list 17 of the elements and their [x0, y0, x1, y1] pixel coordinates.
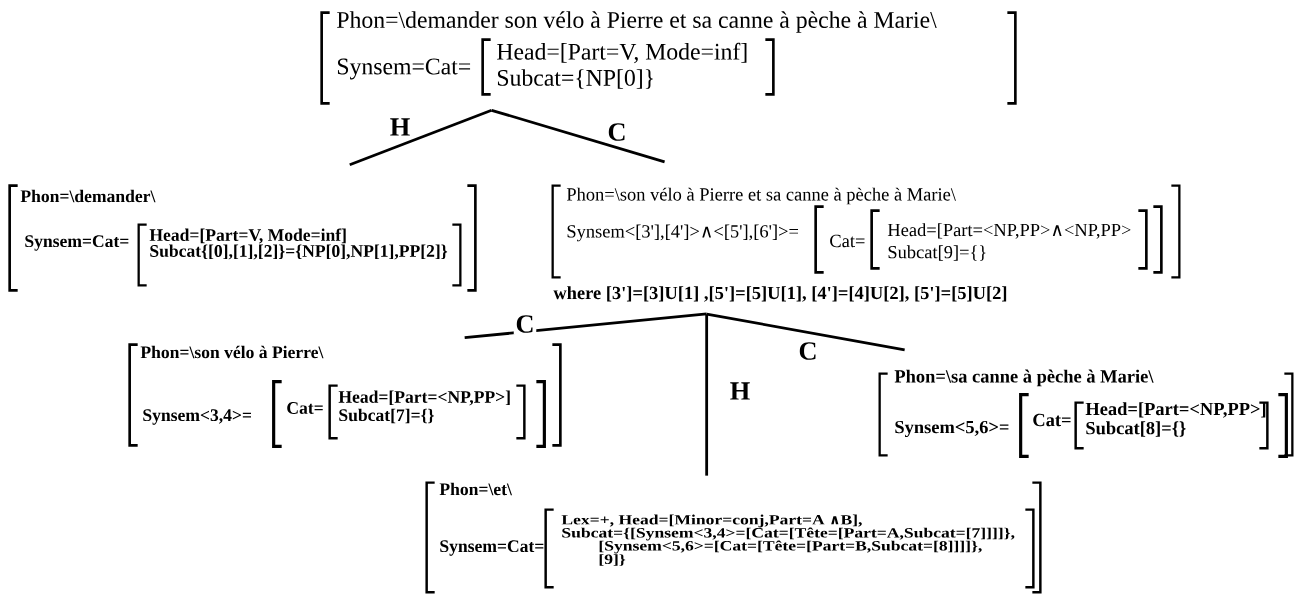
tree-branch	[706, 312, 905, 352]
tree-branch	[464, 312, 707, 340]
feature-matrix: Head=[Part=V, Mode=inf] Subcat{[0],[1],[2]}={NP[0],NP[1],PP[2]}	[137, 223, 462, 287]
feature-matrix: Head=[Part=<NP,PP>∧<NP,PP> Subcat[9]={}	[870, 209, 1148, 270]
feature-matrix: Head=[Part=<NP,PP>] Subcat[8]={}	[1074, 401, 1269, 450]
tree-branch	[349, 109, 493, 167]
feature-matrix: Head=[Part=<NP,PP>] Subcat[7]={}	[328, 384, 526, 440]
feature-matrix: Lex=+, Head=[Minor=conj,Part=A ∧B], Subcat={[Synsem<3,4>=[Cat=[Tête=[Part=A,Subcat=[7]]]]}, [Synsem<5,6>=[Cat=[Tête=[Part=B,Subcat=[8]]]]}, [9]}	[544, 508, 1035, 589]
edge-label: H	[728, 380, 752, 402]
edge-label: H	[388, 116, 412, 138]
edge-label: C	[513, 313, 537, 335]
annotation: where [3']=[3]U[1] ,[5']=[5]U[1], [4']=[4]U[2], [5']=[5]U[2]	[553, 286, 1007, 302]
tree-branch	[705, 314, 709, 476]
edge-label: C	[605, 121, 629, 143]
edge-label: C	[796, 340, 820, 362]
tree-branch	[491, 108, 665, 164]
feature-matrix: Head=[Part=V, Mode=inf] Subcat={NP[0]}	[481, 38, 775, 96]
